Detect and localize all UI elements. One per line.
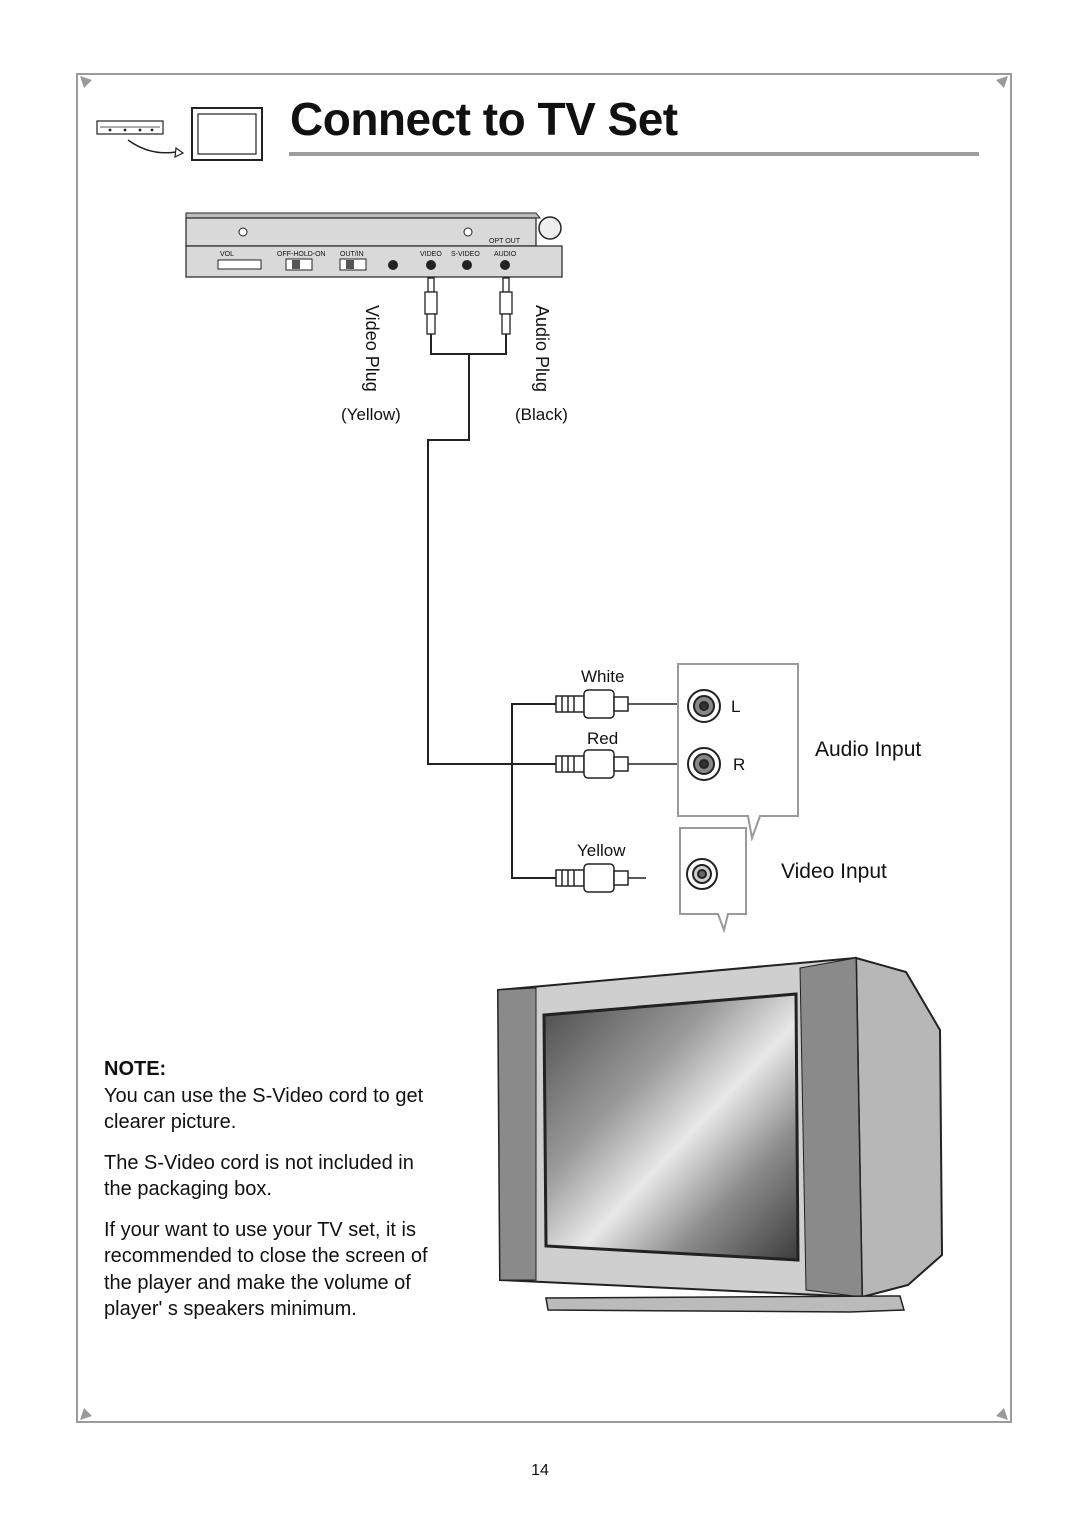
input-jacks xyxy=(686,689,721,890)
video-plug-label: Video Plug xyxy=(362,305,382,392)
audio-plug xyxy=(499,277,513,335)
page-number: 14 xyxy=(531,1462,549,1479)
note-paragraph-2: The S-Video cord is not included in the … xyxy=(104,1151,414,1201)
corner-marks xyxy=(80,76,1008,1420)
television-illustration xyxy=(496,956,944,1313)
video-input-label: Video Input xyxy=(781,860,887,883)
rca-red xyxy=(555,749,688,779)
cable xyxy=(427,334,556,879)
out-in-label: OUT/IN xyxy=(340,251,364,258)
off-hold-on-label: OFF-HOLD-ON xyxy=(277,251,326,258)
title-underline xyxy=(289,152,979,156)
white-connector-label: White xyxy=(581,667,625,686)
opt-out-label: OPT OUT xyxy=(489,238,520,245)
page-title: Connect to TV Set xyxy=(290,93,678,145)
video-plug-color: (Yellow) xyxy=(341,405,401,424)
audio-jack-label: AUDIO xyxy=(494,251,517,258)
vol-label: VOL xyxy=(220,251,235,258)
note-heading: NOTE: xyxy=(104,1058,167,1080)
note-block: NOTE: You can use the S-Video cord to ge… xyxy=(104,1056,434,1337)
s-video-jack-label: S-VIDEO xyxy=(451,251,480,258)
rca-yellow xyxy=(555,863,646,893)
audio-plug-color: (Black) xyxy=(515,405,568,424)
yellow-connector-label: Yellow xyxy=(577,841,626,860)
note-paragraph-3: If your want to use your TV set, it is r… xyxy=(104,1218,428,1321)
player-to-tv-icon xyxy=(96,107,263,161)
rca-white xyxy=(555,689,688,719)
dvd-player xyxy=(185,212,563,278)
note-paragraph-1: You can use the S-Video cord to get clea… xyxy=(104,1084,424,1134)
audio-input-label: Audio Input xyxy=(815,738,922,761)
audio-plug-label: Audio Plug xyxy=(532,305,552,393)
video-jack-label: VIDEO xyxy=(420,251,442,258)
page-frame xyxy=(76,73,1012,1423)
right-channel-label: R xyxy=(733,755,746,774)
red-connector-label: Red xyxy=(587,729,619,748)
video-plug xyxy=(424,277,438,335)
left-channel-label: L xyxy=(731,697,741,716)
rca-connectors xyxy=(555,689,688,893)
